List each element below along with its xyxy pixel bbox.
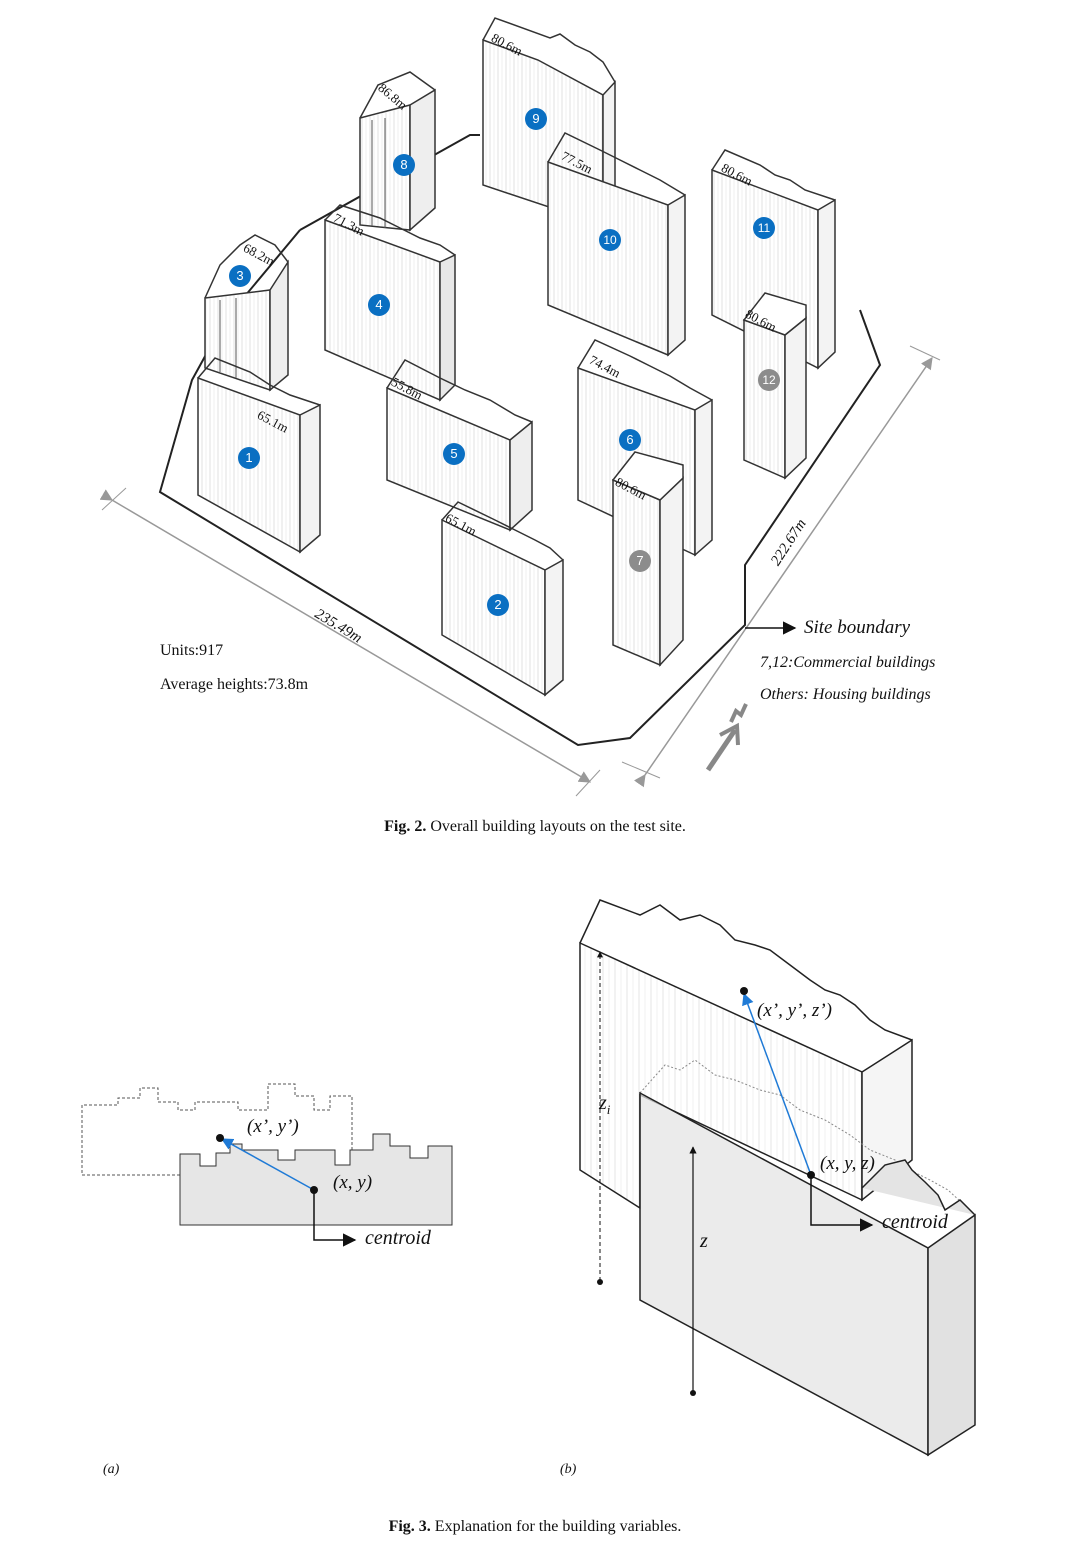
legend-site-boundary: Site boundary <box>804 617 911 638</box>
a-point-moved-label: (x’, y’) <box>247 1116 299 1137</box>
original-footprint <box>179 1133 453 1226</box>
b-z-label: z <box>700 1230 708 1252</box>
badge-3: 3 <box>229 265 251 287</box>
height-label-1: 65.1m <box>254 407 292 436</box>
moved-footprint <box>81 1083 353 1176</box>
legend-housing: Others: Housing buildings <box>760 686 931 703</box>
building-8 <box>359 71 436 232</box>
height-label-2: 65.1m <box>442 510 480 539</box>
height-label-3: 68.2m <box>240 240 278 269</box>
height-label-7: 80.6m <box>612 474 650 503</box>
fig2-caption: Fig. 2. Overall building layouts on the … <box>0 818 1070 836</box>
b-zi-main: z <box>599 1092 607 1114</box>
building-10 <box>547 132 686 357</box>
fig3-drawing <box>81 899 976 1457</box>
a-point-orig-label: (x, y) <box>333 1172 373 1193</box>
building-12 <box>742 292 807 480</box>
building-markers: 1 2 3 4 5 6 7 8 9 10 11 12 65.1m 65.1m 6… <box>160 30 936 703</box>
fig3-caption-text: Explanation for the building variables. <box>434 1518 682 1535</box>
badge-12: 12 <box>758 369 780 391</box>
fig3-caption: Fig. 3. Explanation for the building var… <box>0 1518 1070 1536</box>
badge-11: 11 <box>753 217 775 239</box>
badge-5: 5 <box>443 443 465 465</box>
north-arrow-icon <box>705 703 748 772</box>
panel-b-buildings <box>579 899 976 1457</box>
legend-commercial: 7,12:Commercial buildings <box>760 654 936 671</box>
badge-2: 2 <box>487 594 509 616</box>
a-centroid-label: centroid <box>365 1227 431 1249</box>
badge-10: 10 <box>599 229 621 251</box>
dim-line-bottom <box>99 489 592 783</box>
building-3 <box>204 234 289 392</box>
badge-7: 7 <box>629 550 651 572</box>
b-point-orig-label: (x, y, z) <box>820 1153 875 1174</box>
height-label-12: 80.6m <box>742 306 780 335</box>
dim-label-right: 222.67m <box>768 516 810 569</box>
avg-height-text: Average heights:73.8m <box>160 676 309 693</box>
panel-b-label: (b) <box>560 1462 577 1477</box>
building-7 <box>611 451 684 667</box>
panel-a-label: (a) <box>103 1462 120 1477</box>
height-label-8: 86.8m <box>375 80 411 113</box>
b-zi-label: zi <box>599 1092 610 1118</box>
dim-label-bottom: 235.49m <box>311 606 365 647</box>
units-text: Units:917 <box>160 642 224 659</box>
height-label-4: 71.3m <box>330 210 368 239</box>
height-label-11: 80.6m <box>718 160 756 189</box>
height-label-6: 74.4m <box>586 352 624 381</box>
b-zi-sub: i <box>606 1102 611 1117</box>
badge-1: 1 <box>238 447 260 469</box>
height-label-10: 77.5m <box>558 148 596 177</box>
badge-6: 6 <box>619 429 641 451</box>
fig3-caption-label: Fig. 3. <box>388 1518 431 1535</box>
height-label-9: 80.6m <box>488 30 526 59</box>
height-label-5: 55.8m <box>388 374 426 403</box>
b-point-moved-label: (x’, y’, z’) <box>757 1000 832 1021</box>
badge-9: 9 <box>525 108 547 130</box>
b-centroid-label: centroid <box>882 1211 948 1233</box>
fig2-caption-text: Overall building layouts on the test sit… <box>430 818 686 835</box>
badge-4: 4 <box>368 294 390 316</box>
panel-a-footprints <box>81 1083 453 1247</box>
fig2-caption-label: Fig. 2. <box>384 818 427 835</box>
dim-line-right <box>633 357 933 788</box>
fig2-drawing <box>99 17 941 797</box>
fig3-labels: (x’, y’) (x, y) centroid (x’, y’, z’) (x… <box>0 870 1070 1510</box>
badge-8: 8 <box>393 154 415 176</box>
